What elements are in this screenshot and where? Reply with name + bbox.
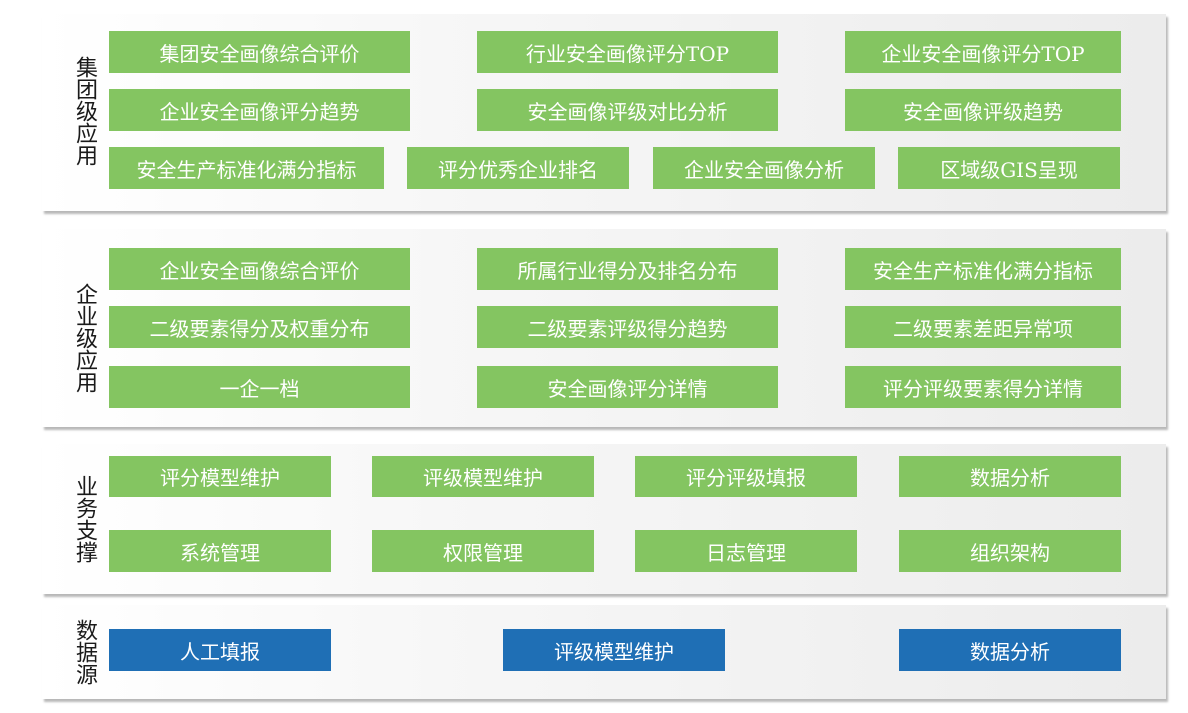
group-app-box-rating-trend[interactable]: 安全画像评级趋势 (845, 89, 1121, 131)
group-app-label: 集团级应用 (72, 56, 97, 166)
data-source-box-rating-model[interactable]: 评级模型维护 (503, 629, 725, 671)
support-box-rating-model[interactable]: 评级模型维护 (372, 456, 594, 497)
data-source-box-manual-fill[interactable]: 人工填报 (109, 629, 331, 671)
support-box-score-model[interactable]: 评分模型维护 (109, 456, 331, 497)
support-box-permission-mgmt[interactable]: 权限管理 (372, 530, 594, 572)
enterprise-app-box-element-score-detail[interactable]: 评分评级要素得分详情 (845, 366, 1121, 408)
support-box-score-rating-fill[interactable]: 评分评级填报 (635, 456, 857, 497)
group-app-box-enterprise-portrait-analysis[interactable]: 企业安全画像分析 (653, 147, 875, 189)
enterprise-app-box-element-gap-anomaly[interactable]: 二级要素差距异常项 (845, 306, 1121, 348)
support-box-data-analysis[interactable]: 数据分析 (899, 456, 1121, 497)
group-app-box-excellent-ranking[interactable]: 评分优秀企业排名 (407, 147, 629, 189)
enterprise-app-box-standard-full-score[interactable]: 安全生产标准化满分指标 (845, 248, 1121, 290)
enterprise-app-box-one-enterprise-one-file[interactable]: 一企一档 (109, 366, 410, 408)
data-source-label: 数据源 (72, 619, 97, 685)
support-box-log-mgmt[interactable]: 日志管理 (635, 530, 857, 572)
enterprise-app-box-portrait-eval[interactable]: 企业安全画像综合评价 (109, 248, 410, 290)
enterprise-app-box-industry-rank-dist[interactable]: 所属行业得分及排名分布 (477, 248, 778, 290)
business-support-label: 业务支撑 (72, 474, 97, 563)
group-app-box-region-gis[interactable]: 区域级GIS呈现 (898, 147, 1120, 189)
group-app-box-rating-compare[interactable]: 安全画像评级对比分析 (477, 89, 778, 131)
enterprise-app-label: 企业级应用 (72, 283, 97, 393)
group-app-box-enterprise-score-top[interactable]: 企业安全画像评分TOP (845, 31, 1121, 73)
support-box-system-mgmt[interactable]: 系统管理 (109, 530, 331, 572)
group-app-box-standard-full-score[interactable]: 安全生产标准化满分指标 (109, 147, 384, 189)
group-app-box-group-portrait-eval[interactable]: 集团安全画像综合评价 (109, 31, 410, 73)
group-app-box-enterprise-score-trend[interactable]: 企业安全画像评分趋势 (109, 89, 410, 131)
data-source-box-data-analysis[interactable]: 数据分析 (899, 629, 1121, 671)
group-app-box-industry-score-top[interactable]: 行业安全画像评分TOP (477, 31, 778, 73)
enterprise-app-box-element-rating-trend[interactable]: 二级要素评级得分趋势 (477, 306, 778, 348)
enterprise-app-box-element-weight-dist[interactable]: 二级要素得分及权重分布 (109, 306, 410, 348)
support-box-org-structure[interactable]: 组织架构 (899, 530, 1121, 572)
enterprise-app-box-portrait-score-detail[interactable]: 安全画像评分详情 (477, 366, 778, 408)
